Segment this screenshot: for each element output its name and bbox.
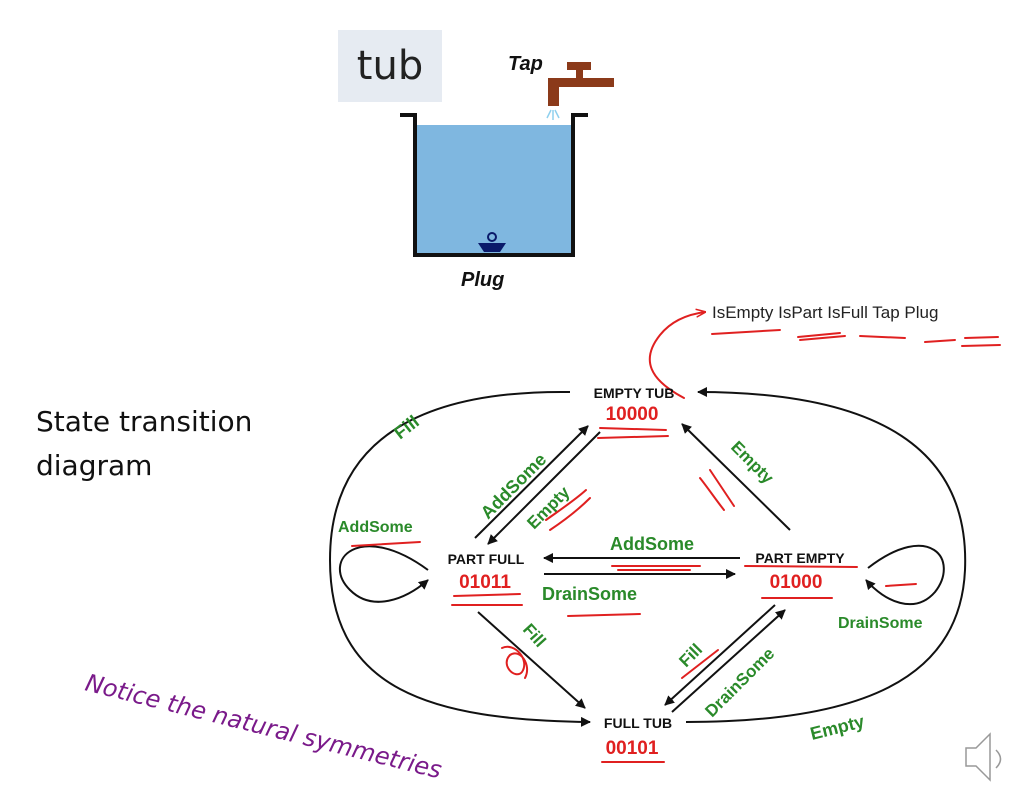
state-full-tub-code: 00101 xyxy=(606,738,659,759)
state-part-full-code: 01011 xyxy=(459,572,511,593)
plug-label: Plug xyxy=(461,269,504,291)
edge-fill-outer xyxy=(328,390,591,727)
label-addsome-loop: AddSome xyxy=(338,519,413,536)
label-addsome-mid: AddSome xyxy=(610,534,694,554)
state-part-full: PART FULL xyxy=(448,551,525,567)
state-full-tub: FULL TUB xyxy=(604,715,672,731)
edge-addsome-loop xyxy=(338,545,429,603)
label-drainsome-diag: DrainSome xyxy=(701,644,778,721)
tub-title: tub xyxy=(338,30,442,102)
symmetry-note: Notice the natural symmetries xyxy=(83,669,445,785)
legend-pointer xyxy=(648,312,705,399)
title-line-2: diagram xyxy=(36,449,153,482)
tub-outline xyxy=(400,113,588,257)
state-bits-legend: IsEmpty IsPart IsFull Tap Plug xyxy=(712,303,938,322)
tap-icon xyxy=(546,62,614,120)
red-annotations xyxy=(351,427,917,763)
label-drainsome-loop: DrainSome xyxy=(838,615,923,632)
title-line-1: State transition xyxy=(36,405,253,438)
tap-label: Tap xyxy=(508,53,543,75)
label-empty-outer: Empty xyxy=(808,711,866,744)
diagram-title: State transition diagram xyxy=(36,400,252,488)
state-empty-tub-code: 10000 xyxy=(606,404,659,425)
legend-underlines xyxy=(711,329,1001,347)
edge-fill-diag xyxy=(477,611,586,709)
tub-illustration: Tap Plug xyxy=(400,53,614,291)
state-part-empty: PART EMPTY xyxy=(755,550,845,566)
edge-fill-diag2 xyxy=(664,604,776,706)
edge-empty-outer xyxy=(685,387,967,723)
label-empty-diag-right: Empty xyxy=(727,437,778,488)
label-fill-diag2: Fill xyxy=(675,640,706,671)
edge-addsome-diag xyxy=(474,425,589,539)
edge-drainsome-loop xyxy=(865,544,945,606)
label-drainsome-mid: DrainSome xyxy=(542,584,637,604)
edge-empty-diag-left xyxy=(487,431,601,545)
speaker-icon[interactable] xyxy=(965,732,1002,782)
state-empty-tub: EMPTY TUB xyxy=(594,385,675,401)
label-empty-diag-left: Empty xyxy=(523,482,574,533)
water xyxy=(417,125,571,253)
edge-drainsome-diag xyxy=(671,609,786,713)
edge-empty-diag-right xyxy=(681,423,791,531)
plug-icon xyxy=(478,232,506,252)
state-part-empty-code: 01000 xyxy=(770,572,823,593)
label-fill-diag: Fill xyxy=(519,620,550,651)
